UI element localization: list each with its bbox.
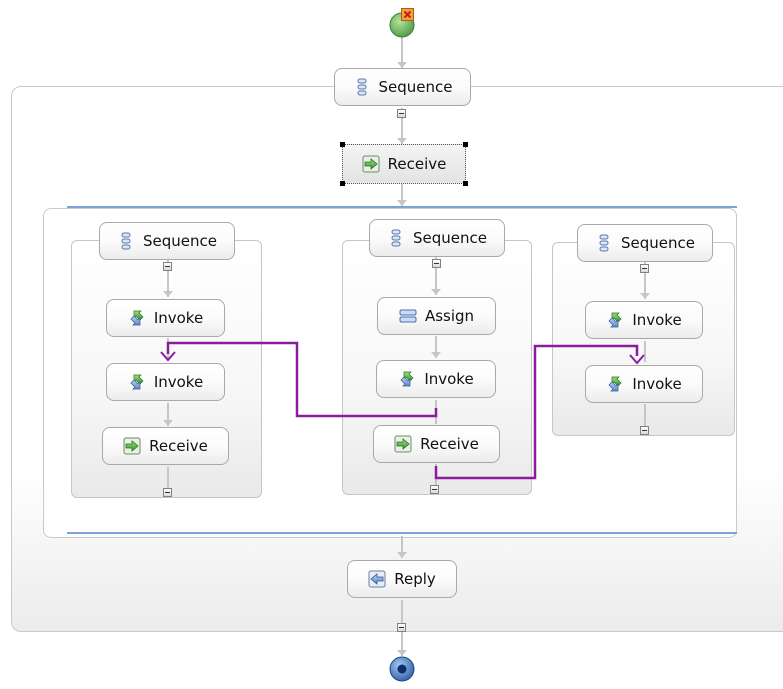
start-event[interactable] (386, 8, 418, 40)
flow-bottom-bar (67, 532, 737, 534)
lane-2-invoke-node[interactable]: Invoke (376, 360, 496, 398)
collapse-toggle[interactable] (163, 262, 172, 271)
sequence-icon (353, 78, 371, 96)
end-event-icon (389, 656, 415, 682)
lane-3-sequence-node[interactable]: Sequence (577, 224, 713, 262)
receive-node[interactable]: Receive (342, 144, 466, 184)
activity-label: Invoke (153, 373, 204, 391)
activity-label: Invoke (632, 311, 682, 329)
activity-label: Invoke (632, 375, 682, 393)
collapse-toggle[interactable] (163, 488, 172, 497)
activity-label: Assign (424, 307, 475, 325)
collapse-toggle[interactable] (397, 623, 406, 632)
sequence-icon (387, 229, 405, 247)
invoke-icon (398, 370, 416, 388)
invoke-icon (128, 309, 146, 327)
lane-1-sequence-node[interactable]: Sequence (99, 222, 235, 260)
sequence-icon (117, 232, 135, 250)
lane-1-invoke-node-1[interactable]: Invoke (106, 299, 225, 337)
receive-icon (362, 155, 380, 173)
main-sequence-node[interactable]: Sequence (334, 68, 471, 106)
invoke-icon (606, 311, 624, 329)
activity-label: Receive (420, 435, 479, 453)
lane-3-sequence-label: Sequence (621, 234, 695, 252)
lane-1-sequence-label: Sequence (143, 232, 217, 250)
reply-icon (368, 570, 386, 588)
reply-label: Reply (394, 570, 436, 588)
link-lines (166, 341, 639, 480)
lane-1-invoke-node-2[interactable]: Invoke (106, 363, 225, 401)
main-sequence-label: Sequence (378, 78, 453, 96)
collapse-toggle[interactable] (432, 259, 441, 268)
lane-2-sequence-label: Sequence (413, 229, 487, 247)
selection-handle[interactable] (463, 181, 468, 186)
collapse-toggle[interactable] (397, 109, 406, 118)
collapse-toggle[interactable] (640, 264, 649, 273)
flow-top-bar (67, 206, 737, 208)
invoke-icon (606, 375, 624, 393)
lane-2-receive-node[interactable]: Receive (373, 425, 500, 463)
collapse-toggle[interactable] (430, 485, 439, 494)
lane-3-container (552, 242, 735, 436)
lane-3-invoke-node-2[interactable]: Invoke (585, 365, 703, 403)
receive-label: Receive (387, 155, 447, 173)
lane-2-sequence-node[interactable]: Sequence (369, 219, 505, 257)
activity-label: Invoke (153, 309, 204, 327)
error-marker-icon (401, 8, 414, 21)
selection-handle[interactable] (340, 181, 345, 186)
activity-label: Receive (149, 437, 208, 455)
lane-3-invoke-node-1[interactable]: Invoke (585, 301, 703, 339)
receive-icon (394, 435, 412, 453)
assign-icon (399, 307, 417, 325)
sequence-icon (595, 234, 613, 252)
selection-handle[interactable] (340, 142, 345, 147)
invoke-icon (128, 373, 146, 391)
receive-icon (123, 437, 141, 455)
lane-1-receive-node[interactable]: Receive (102, 427, 229, 465)
collapse-toggle[interactable] (640, 426, 649, 435)
lane-2-assign-node[interactable]: Assign (377, 297, 496, 335)
activity-label: Invoke (424, 370, 474, 388)
selection-handle[interactable] (463, 142, 468, 147)
reply-node[interactable]: Reply (347, 560, 457, 598)
end-event[interactable] (388, 655, 416, 683)
